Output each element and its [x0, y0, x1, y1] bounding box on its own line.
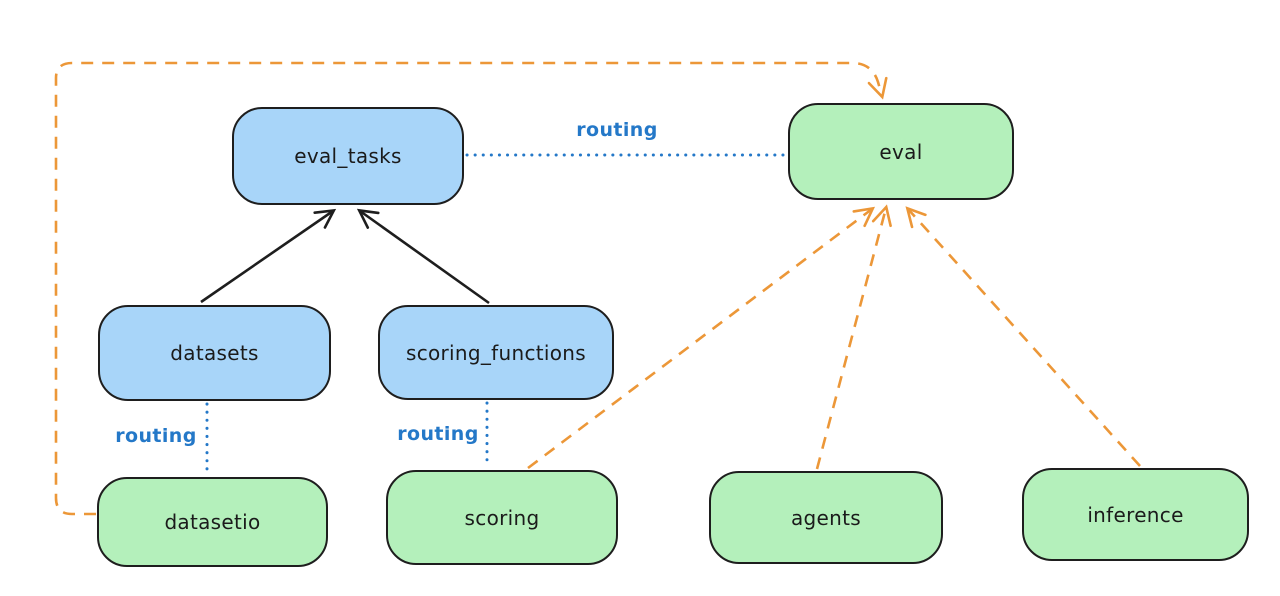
arrow-inference-to-eval	[905, 206, 1141, 467]
edge-label-routing-eval-tasks-eval: routing	[576, 119, 658, 141]
node-eval-tasks: eval_tasks	[232, 107, 464, 205]
arrow-agents-to-eval	[815, 204, 892, 470]
node-eval-tasks-label: eval_tasks	[294, 144, 402, 168]
arrow-scoring-functions-to-eval-tasks	[356, 208, 490, 305]
node-agents: agents	[709, 471, 943, 564]
arrow-scoring-to-eval	[527, 206, 876, 470]
node-datasetio-label: datasetio	[164, 510, 261, 534]
node-datasets-label: datasets	[170, 341, 259, 365]
node-datasets: datasets	[98, 305, 331, 401]
node-inference-label: inference	[1087, 502, 1184, 527]
node-scoring: scoring	[386, 470, 618, 565]
edge-label-routing-scoring-functions-scoring: routing	[397, 423, 479, 445]
edge-label-routing-datasets-datasetio: routing	[115, 425, 197, 447]
arrow-datasets-to-eval-tasks	[200, 208, 337, 304]
node-scoring-functions-label: scoring_functions	[405, 340, 587, 365]
node-inference: inference	[1022, 468, 1249, 561]
node-eval: eval	[788, 103, 1014, 200]
node-agents-label: agents	[791, 505, 861, 530]
node-datasetio: datasetio	[97, 477, 328, 567]
node-eval-label: eval	[879, 139, 923, 164]
node-scoring-functions: scoring_functions	[378, 305, 614, 400]
node-scoring-label: scoring	[464, 505, 540, 530]
